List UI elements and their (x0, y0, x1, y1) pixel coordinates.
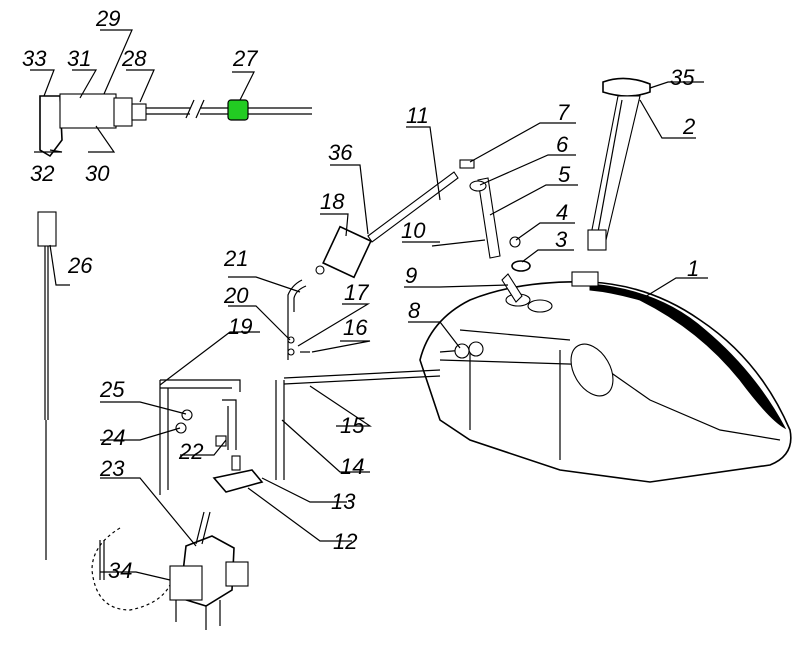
callout-16: 16 (343, 315, 368, 340)
callout-17: 17 (344, 280, 369, 305)
callout-11: 11 (406, 103, 429, 128)
green-cable-adjuster (227, 99, 249, 121)
callout-28: 28 (121, 46, 147, 71)
callout-20: 20 (223, 283, 249, 308)
leader-lines (30, 29, 708, 581)
fuel-sender-gauge (587, 77, 651, 251)
callout-21: 21 (223, 246, 248, 271)
callout-18: 18 (320, 189, 345, 214)
fuel-tank (419, 271, 792, 483)
breather-line-and-filter (315, 171, 459, 279)
callout-30: 30 (85, 161, 110, 186)
throttle-grip-assembly (39, 93, 312, 158)
callout-22: 22 (178, 439, 203, 464)
callout-4: 4 (556, 200, 568, 225)
overflow-hoses (159, 379, 241, 495)
callout-24: 24 (100, 425, 125, 450)
carburetor (169, 511, 249, 630)
callout-23: 23 (99, 456, 125, 481)
callout-14: 14 (340, 454, 364, 479)
throttle-cable (37, 211, 57, 560)
callout-3: 3 (555, 227, 568, 252)
fuel-tap (212, 455, 264, 493)
callout-numbers: 1 2 3 4 5 6 7 8 9 10 11 12 13 14 15 16 1… (22, 6, 699, 583)
callout-5: 5 (558, 162, 571, 187)
callout-15: 15 (340, 413, 365, 438)
callout-29: 29 (95, 6, 120, 31)
callout-31: 31 (67, 46, 91, 71)
fuel-hoses (275, 279, 484, 480)
callout-9: 9 (405, 263, 417, 288)
callout-6: 6 (556, 132, 569, 157)
callout-26: 26 (67, 253, 93, 278)
callout-19: 19 (228, 314, 252, 339)
callout-2: 2 (682, 114, 695, 139)
callout-8: 8 (408, 298, 421, 323)
callout-25: 25 (99, 377, 125, 402)
callout-36: 36 (328, 140, 353, 165)
callout-1: 1 (687, 256, 699, 281)
jet-detail-bubble (91, 527, 171, 611)
callout-10: 10 (401, 218, 426, 243)
callout-27: 27 (232, 46, 258, 71)
callout-7: 7 (557, 100, 570, 125)
callout-32: 32 (30, 161, 54, 186)
callout-13: 13 (331, 489, 356, 514)
tank-fittings (431, 159, 531, 303)
callout-12: 12 (333, 529, 357, 554)
callout-34: 34 (108, 558, 132, 583)
callout-35: 35 (670, 65, 695, 90)
callout-33: 33 (22, 46, 47, 71)
